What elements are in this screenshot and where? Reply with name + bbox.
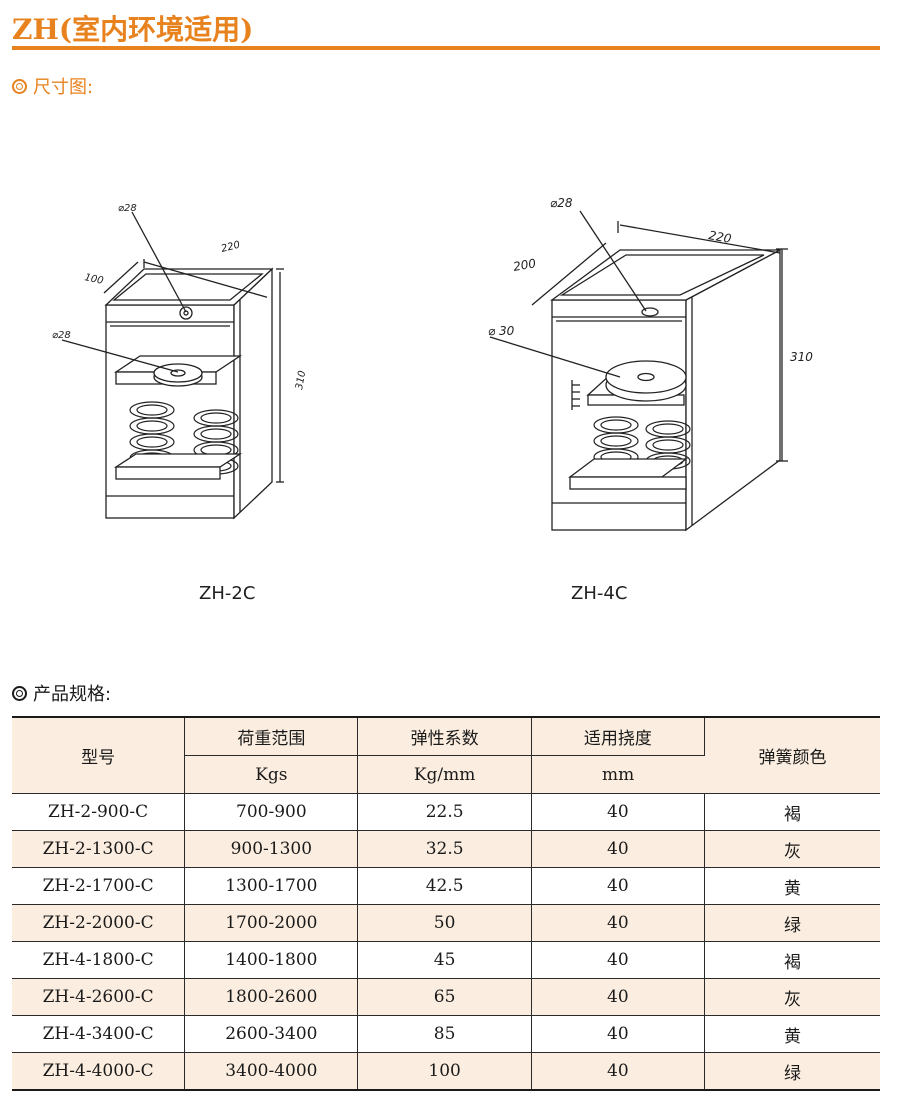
cell-model: ZH-2-1300-C — [12, 830, 186, 868]
header-deflection-unit: mm — [531, 755, 705, 794]
table-row: ZH-4-4000-C 3400-4000 100 40 绿 — [12, 1052, 880, 1091]
cell-stiffness: 85 — [357, 1015, 532, 1053]
cell-color: 绿 — [704, 1052, 880, 1091]
header-load-unit: Kgs — [184, 755, 359, 794]
specs-heading-text: 产品规格: — [33, 684, 112, 705]
cell-color: 褐 — [704, 793, 880, 831]
cell-deflection: 40 — [531, 904, 705, 942]
cell-stiffness: 45 — [357, 941, 532, 979]
cell-stiffness: 22.5 — [357, 793, 532, 831]
zh4c-depth-label: 200 — [512, 256, 537, 274]
cell-model: ZH-2-2000-C — [12, 904, 186, 942]
cell-load: 1400-1800 — [184, 941, 359, 979]
cell-stiffness: 50 — [357, 904, 532, 942]
dimensions-heading-text: 尺寸图: — [33, 77, 94, 98]
table-row: ZH-2-1700-C 1300-1700 42.5 40 黄 — [12, 867, 880, 905]
model-label-zh-2c: ZH-2C — [199, 583, 256, 604]
cell-color: 褐 — [704, 941, 880, 979]
specs-section-heading: 产品规格: — [12, 680, 111, 706]
cell-deflection: 40 — [531, 793, 705, 831]
cell-deflection: 40 — [531, 867, 705, 905]
cell-deflection: 40 — [531, 978, 705, 1016]
zh4c-height-label: 310 — [790, 350, 813, 364]
cell-load: 2600-3400 — [184, 1015, 359, 1053]
drawing-zh-2c: ⌀28 220 100 ⌀28 310 — [52, 203, 308, 520]
cell-model: ZH-2-1700-C — [12, 867, 186, 905]
zh4c-width-label: 220 — [707, 228, 732, 246]
zh4c-plate-hole-label: ⌀ 30 — [488, 324, 515, 338]
cell-color: 灰 — [704, 978, 880, 1016]
cell-model: ZH-2-900-C — [12, 793, 186, 831]
cell-color: 黄 — [704, 867, 880, 905]
title-divider — [12, 46, 880, 50]
table-row: ZH-4-1800-C 1400-1800 45 40 褐 — [12, 941, 880, 979]
zh2c-height-label: 310 — [294, 370, 308, 391]
model-label-zh-4c: ZH-4C — [571, 583, 628, 604]
header-stiffness-unit: Kg/mm — [357, 755, 532, 794]
cell-load: 700-900 — [184, 793, 359, 831]
cell-stiffness: 100 — [357, 1052, 532, 1091]
cell-deflection: 40 — [531, 830, 705, 868]
header-deflection: 适用挠度 — [531, 716, 705, 756]
cell-load: 3400-4000 — [184, 1052, 359, 1091]
table-row: ZH-2-900-C 700-900 22.5 40 褐 — [12, 793, 880, 831]
cell-color: 灰 — [704, 830, 880, 868]
zh2c-top-hole-label: ⌀28 — [118, 203, 137, 214]
header-model: 型号 — [12, 716, 186, 794]
spec-table: 型号 荷重范围 弹性系数 适用挠度 弹簧颜色 Kgs Kg/mm mm ZH-2… — [12, 716, 880, 1091]
table-row: ZH-4-2600-C 1800-2600 65 40 灰 — [12, 978, 880, 1016]
cell-load: 900-1300 — [184, 830, 359, 868]
cell-load: 1300-1700 — [184, 867, 359, 905]
double-circle-icon — [12, 685, 27, 701]
cell-load: 1800-2600 — [184, 978, 359, 1016]
cell-stiffness: 65 — [357, 978, 532, 1016]
cell-stiffness: 32.5 — [357, 830, 532, 868]
cell-model: ZH-4-2600-C — [12, 978, 186, 1016]
zh2c-width-label: 220 — [220, 240, 241, 255]
cell-stiffness: 42.5 — [357, 867, 532, 905]
cell-deflection: 40 — [531, 941, 705, 979]
zh4c-top-hole-label: ⌀28 — [550, 196, 573, 210]
header-load-range: 荷重范围 — [184, 716, 359, 756]
table-row: ZH-4-3400-C 2600-3400 85 40 黄 — [12, 1015, 880, 1053]
cell-model: ZH-4-4000-C — [12, 1052, 186, 1091]
table-row: ZH-2-2000-C 1700-2000 50 40 绿 — [12, 904, 880, 942]
double-circle-icon — [12, 78, 27, 94]
table-row: ZH-2-1300-C 900-1300 32.5 40 灰 — [12, 830, 880, 868]
cell-load: 1700-2000 — [184, 904, 359, 942]
zh2c-depth-label: 100 — [83, 272, 104, 287]
cell-color: 绿 — [704, 904, 880, 942]
drawing-zh-4c: ⌀28 220 200 ⌀ 30 310 — [488, 196, 813, 532]
zh2c-plate-hole-label: ⌀28 — [52, 330, 71, 341]
cell-deflection: 40 — [531, 1052, 705, 1091]
cell-deflection: 40 — [531, 1015, 705, 1053]
cell-model: ZH-4-3400-C — [12, 1015, 186, 1053]
cell-color: 黄 — [704, 1015, 880, 1053]
cell-model: ZH-4-1800-C — [12, 941, 186, 979]
header-spring-color: 弹簧颜色 — [704, 716, 880, 794]
dimensions-section-heading: 尺寸图: — [12, 73, 93, 99]
page-title: ZH(室内环境适用) — [12, 13, 254, 46]
header-stiffness: 弹性系数 — [357, 716, 532, 756]
